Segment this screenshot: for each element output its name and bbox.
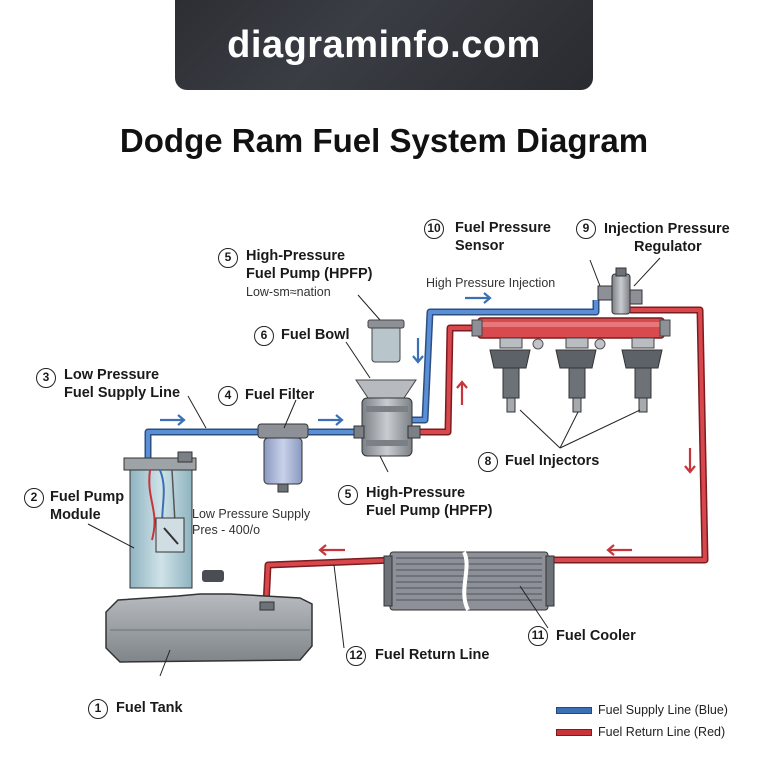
legend-return-swatch <box>556 729 592 736</box>
fuel-rail <box>471 317 671 350</box>
low-pressure-line-number: 3 <box>36 368 56 388</box>
legend-return-label: Fuel Return Line (Red) <box>598 725 726 739</box>
fuel-injectors-label: Fuel Injectors <box>505 453 600 469</box>
fuel-bowl-label: Fuel Bowl <box>281 327 350 343</box>
low-pressure-supply-note-1: Low Pressure Supply <box>192 507 311 521</box>
fuel-tank-shape <box>105 593 313 663</box>
hpfp-top-label-1: High-Pressure <box>246 248 346 264</box>
fuel-cooler-shape <box>383 551 555 611</box>
watermark-text: diagraminfo.com <box>227 23 541 66</box>
fuel-filter-number: 4 <box>218 386 238 406</box>
diagram-title: Dodge Ram Fuel System Diagram <box>119 122 649 159</box>
pressure-regulator <box>597 267 643 315</box>
hpfp-bottom-label-1: High-Pressure <box>366 485 466 501</box>
legend-supply-label: Fuel Supply Line (Blue) <box>598 703 728 717</box>
hpfp <box>353 379 421 457</box>
fuel-pump-module-number: 2 <box>24 488 44 508</box>
fuel-filter <box>257 423 309 493</box>
hpfp-top-label-2: Fuel Pump (HPFP) <box>246 266 373 282</box>
injectors <box>489 337 663 413</box>
pressure-sensor-label-1: Fuel Pressure <box>455 220 551 236</box>
fuel-pump-module <box>123 451 224 589</box>
high-pressure-injection-note: High Pressure Injection <box>426 276 556 290</box>
hpfp-top-sublabel: Low-sm≈nation <box>246 285 331 299</box>
pressure-sensor-label-2: Sensor <box>455 238 505 254</box>
injection-regulator-label-2: Regulator <box>634 239 702 255</box>
return-line-label: Fuel Return Line <box>375 647 490 663</box>
low-pressure-line-label-1: Low Pressure <box>64 367 160 383</box>
low-pressure-line-label-2: Fuel Supply Line <box>64 385 181 401</box>
fuel-tank-label: Fuel Tank <box>116 700 183 716</box>
fuel-cooler-label: Fuel Cooler <box>556 628 636 644</box>
fuel-tank-number: 1 <box>88 699 108 719</box>
flow-arrows <box>160 292 696 556</box>
fuel-bowl <box>367 319 405 363</box>
low-pressure-supply-note-2: Pres - 400/o <box>192 523 261 537</box>
hpfp-bottom-number: 5 <box>338 485 358 505</box>
return-line-number: 12 <box>346 646 366 666</box>
injection-regulator-label-1: Injection Pressure <box>604 221 730 237</box>
watermark-banner: diagraminfo.com <box>175 0 593 90</box>
hpfp-top-number: 5 <box>218 248 238 268</box>
injection-regulator-number: 9 <box>576 219 596 239</box>
hpfp-bottom-label-2: Fuel Pump (HPFP) <box>366 503 493 519</box>
fuel-bowl-number: 6 <box>254 326 274 346</box>
legend-supply-swatch <box>556 707 592 714</box>
fuel-injectors-number: 8 <box>478 452 498 472</box>
fuel-pump-module-label-2: Module <box>50 507 101 523</box>
pressure-sensor-number: 10 <box>424 219 444 239</box>
fuel-pump-module-label-1: Fuel Pump <box>50 489 125 505</box>
fuel-filter-label: Fuel Filter <box>245 387 315 403</box>
fuel-cooler-number: 11 <box>528 626 548 646</box>
leader-lines <box>87 257 661 677</box>
